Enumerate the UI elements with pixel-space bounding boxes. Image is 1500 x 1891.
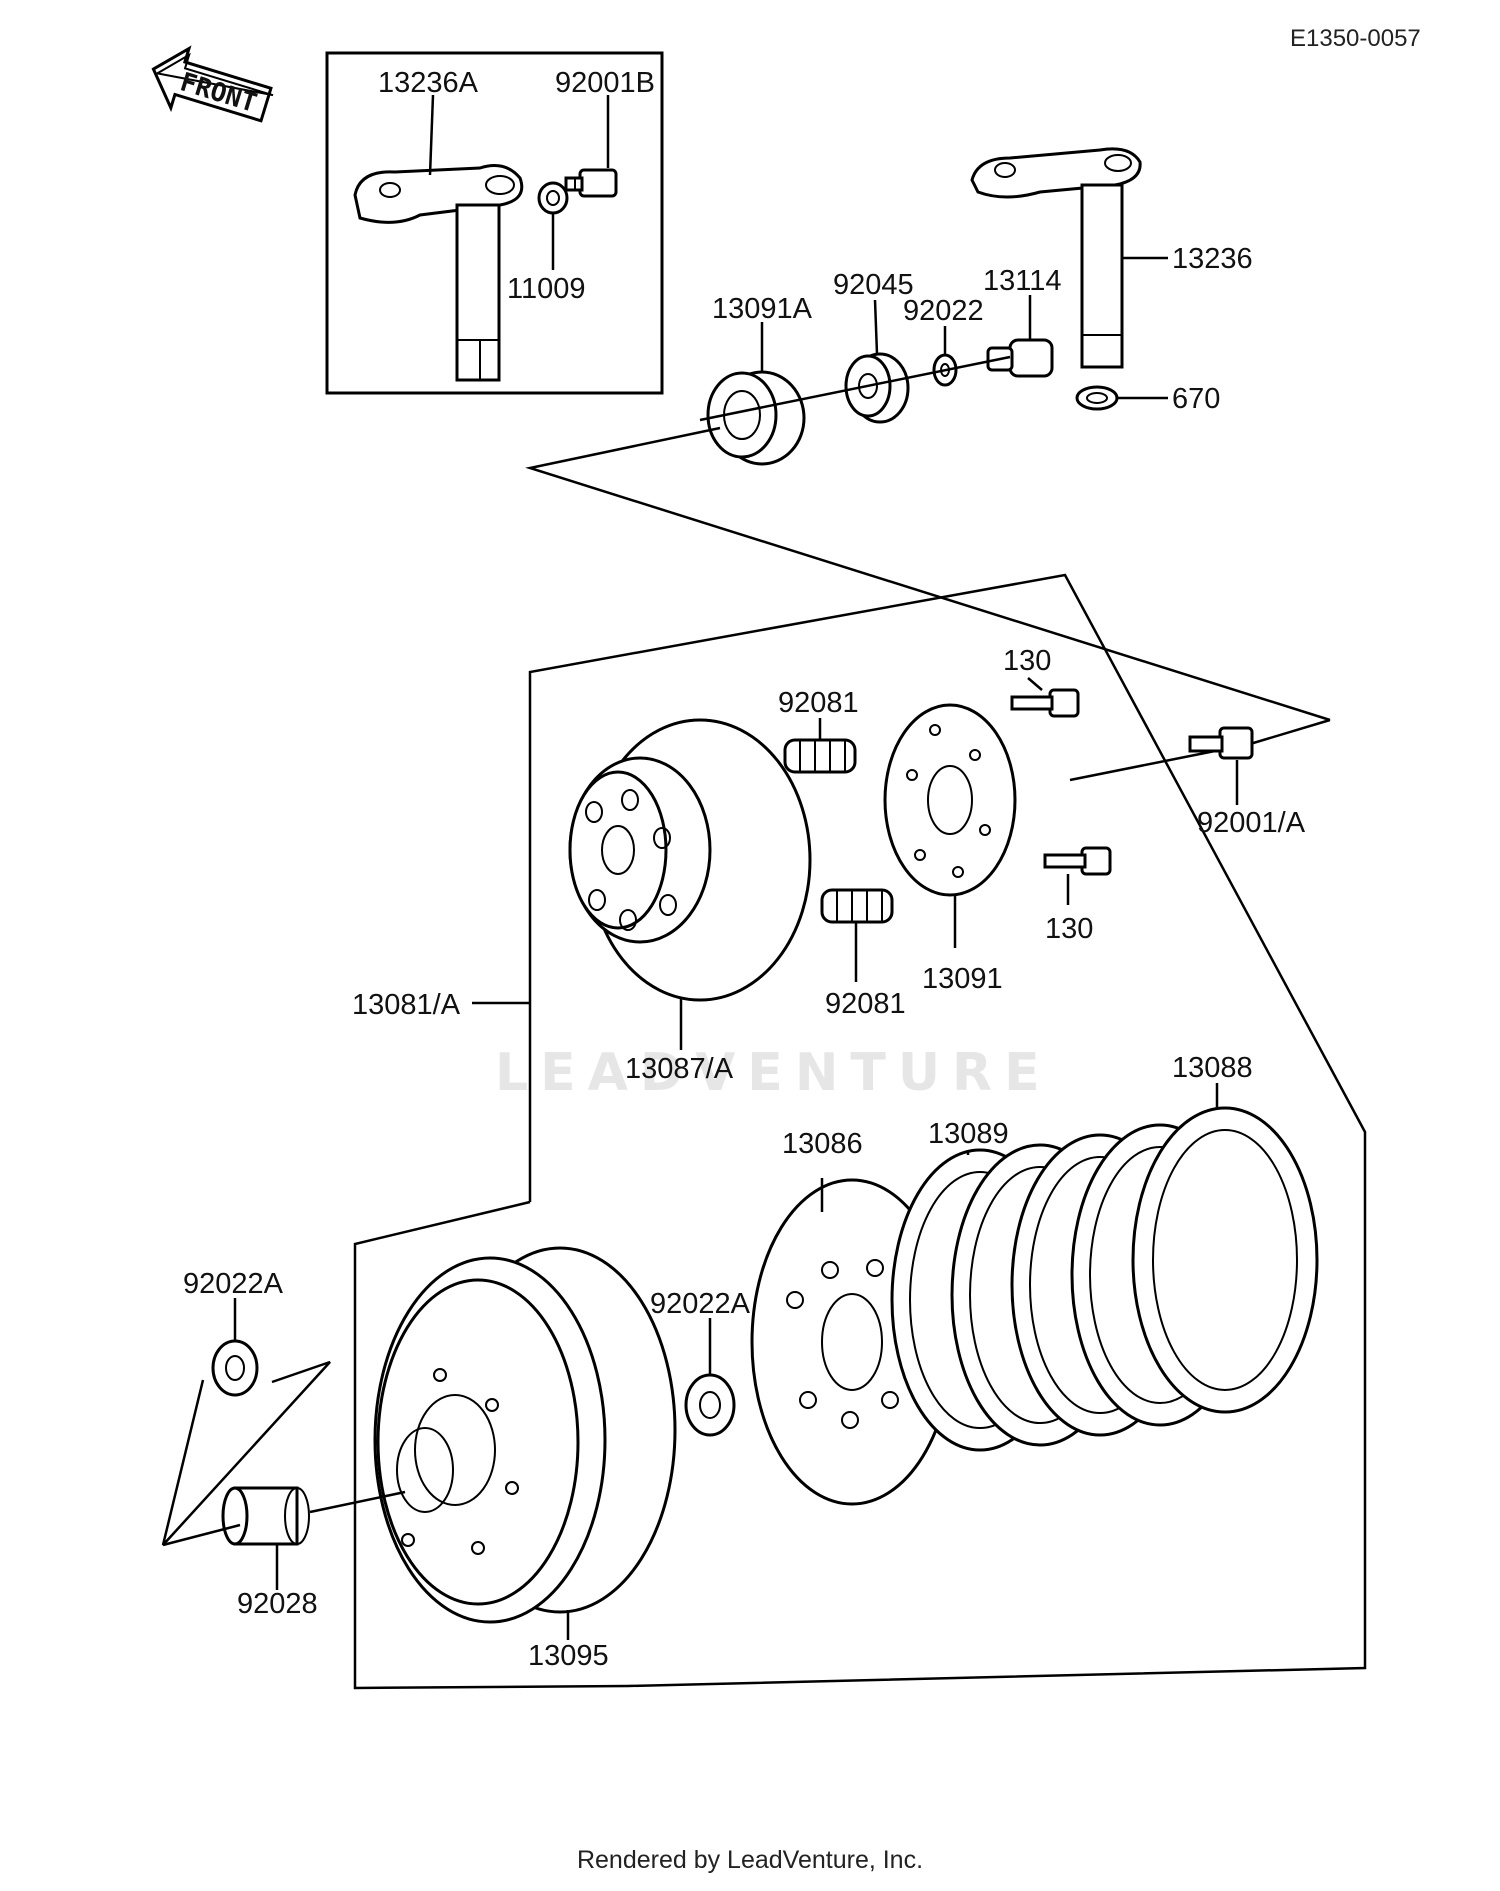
label-670: 670 [1172,383,1220,415]
label-13089: 13089 [928,1118,1009,1150]
label-92022A-mid: 92022A [650,1288,751,1320]
part-92001B [564,168,618,198]
guide-line-upper [525,426,1331,722]
label-92001A: 92001/A [1197,807,1306,839]
label-13081A: 13081/A [352,989,461,1021]
label-92081-bottom: 92081 [825,988,906,1020]
part-92028 [221,1486,310,1546]
label-92022A-left: 92022A [183,1268,284,1300]
label-130-bottom: 130 [1045,913,1093,945]
label-13114: 13114 [983,265,1062,297]
label-92045: 92045 [833,269,914,301]
label-13091: 13091 [922,963,1003,995]
label-13088: 13088 [1172,1052,1253,1084]
part-92081-upper [783,738,857,774]
part-92022A-mid [684,1373,736,1437]
label-92081-top: 92081 [778,687,859,719]
label-13087A: 13087/A [625,1053,734,1085]
footer-credit: Rendered by LeadVenture, Inc. [576,1846,924,1874]
part-13095 [373,1246,677,1624]
part-13236 [970,147,1142,369]
front-arrow-icon: FRONT [151,45,274,123]
part-130-lower [1043,846,1112,876]
label-92022: 92022 [903,295,984,327]
part-11009 [537,181,569,215]
diagram-code: E1350-0057 [1290,25,1421,52]
part-92001A [1188,726,1254,760]
label-13236A: 13236A [378,67,479,99]
part-92081-lower [820,888,894,924]
part-92022A-left [211,1339,259,1397]
label-13091A: 13091A [712,293,813,325]
label-11009: 11009 [507,273,586,305]
part-13091 [883,703,1017,897]
part-13087A [568,718,812,1002]
label-92001B: 92001B [555,67,655,99]
guide-line-lower [161,1360,331,1546]
part-13091A [706,370,806,466]
part-13236A [353,164,524,382]
label-130-top: 130 [1003,645,1051,677]
label-13095: 13095 [528,1640,609,1672]
label-13086: 13086 [782,1128,863,1160]
part-13088 [1131,1106,1319,1414]
label-13236: 13236 [1172,243,1253,275]
part-670 [1075,385,1119,411]
leader-lines [233,94,1239,1640]
part-13114 [986,338,1054,378]
inset-box [325,51,664,395]
watermark: LEADVENTURE [495,1043,1052,1103]
label-92028: 92028 [237,1588,318,1620]
part-130-upper [1010,688,1080,718]
assembly-boundary [353,573,1367,1690]
